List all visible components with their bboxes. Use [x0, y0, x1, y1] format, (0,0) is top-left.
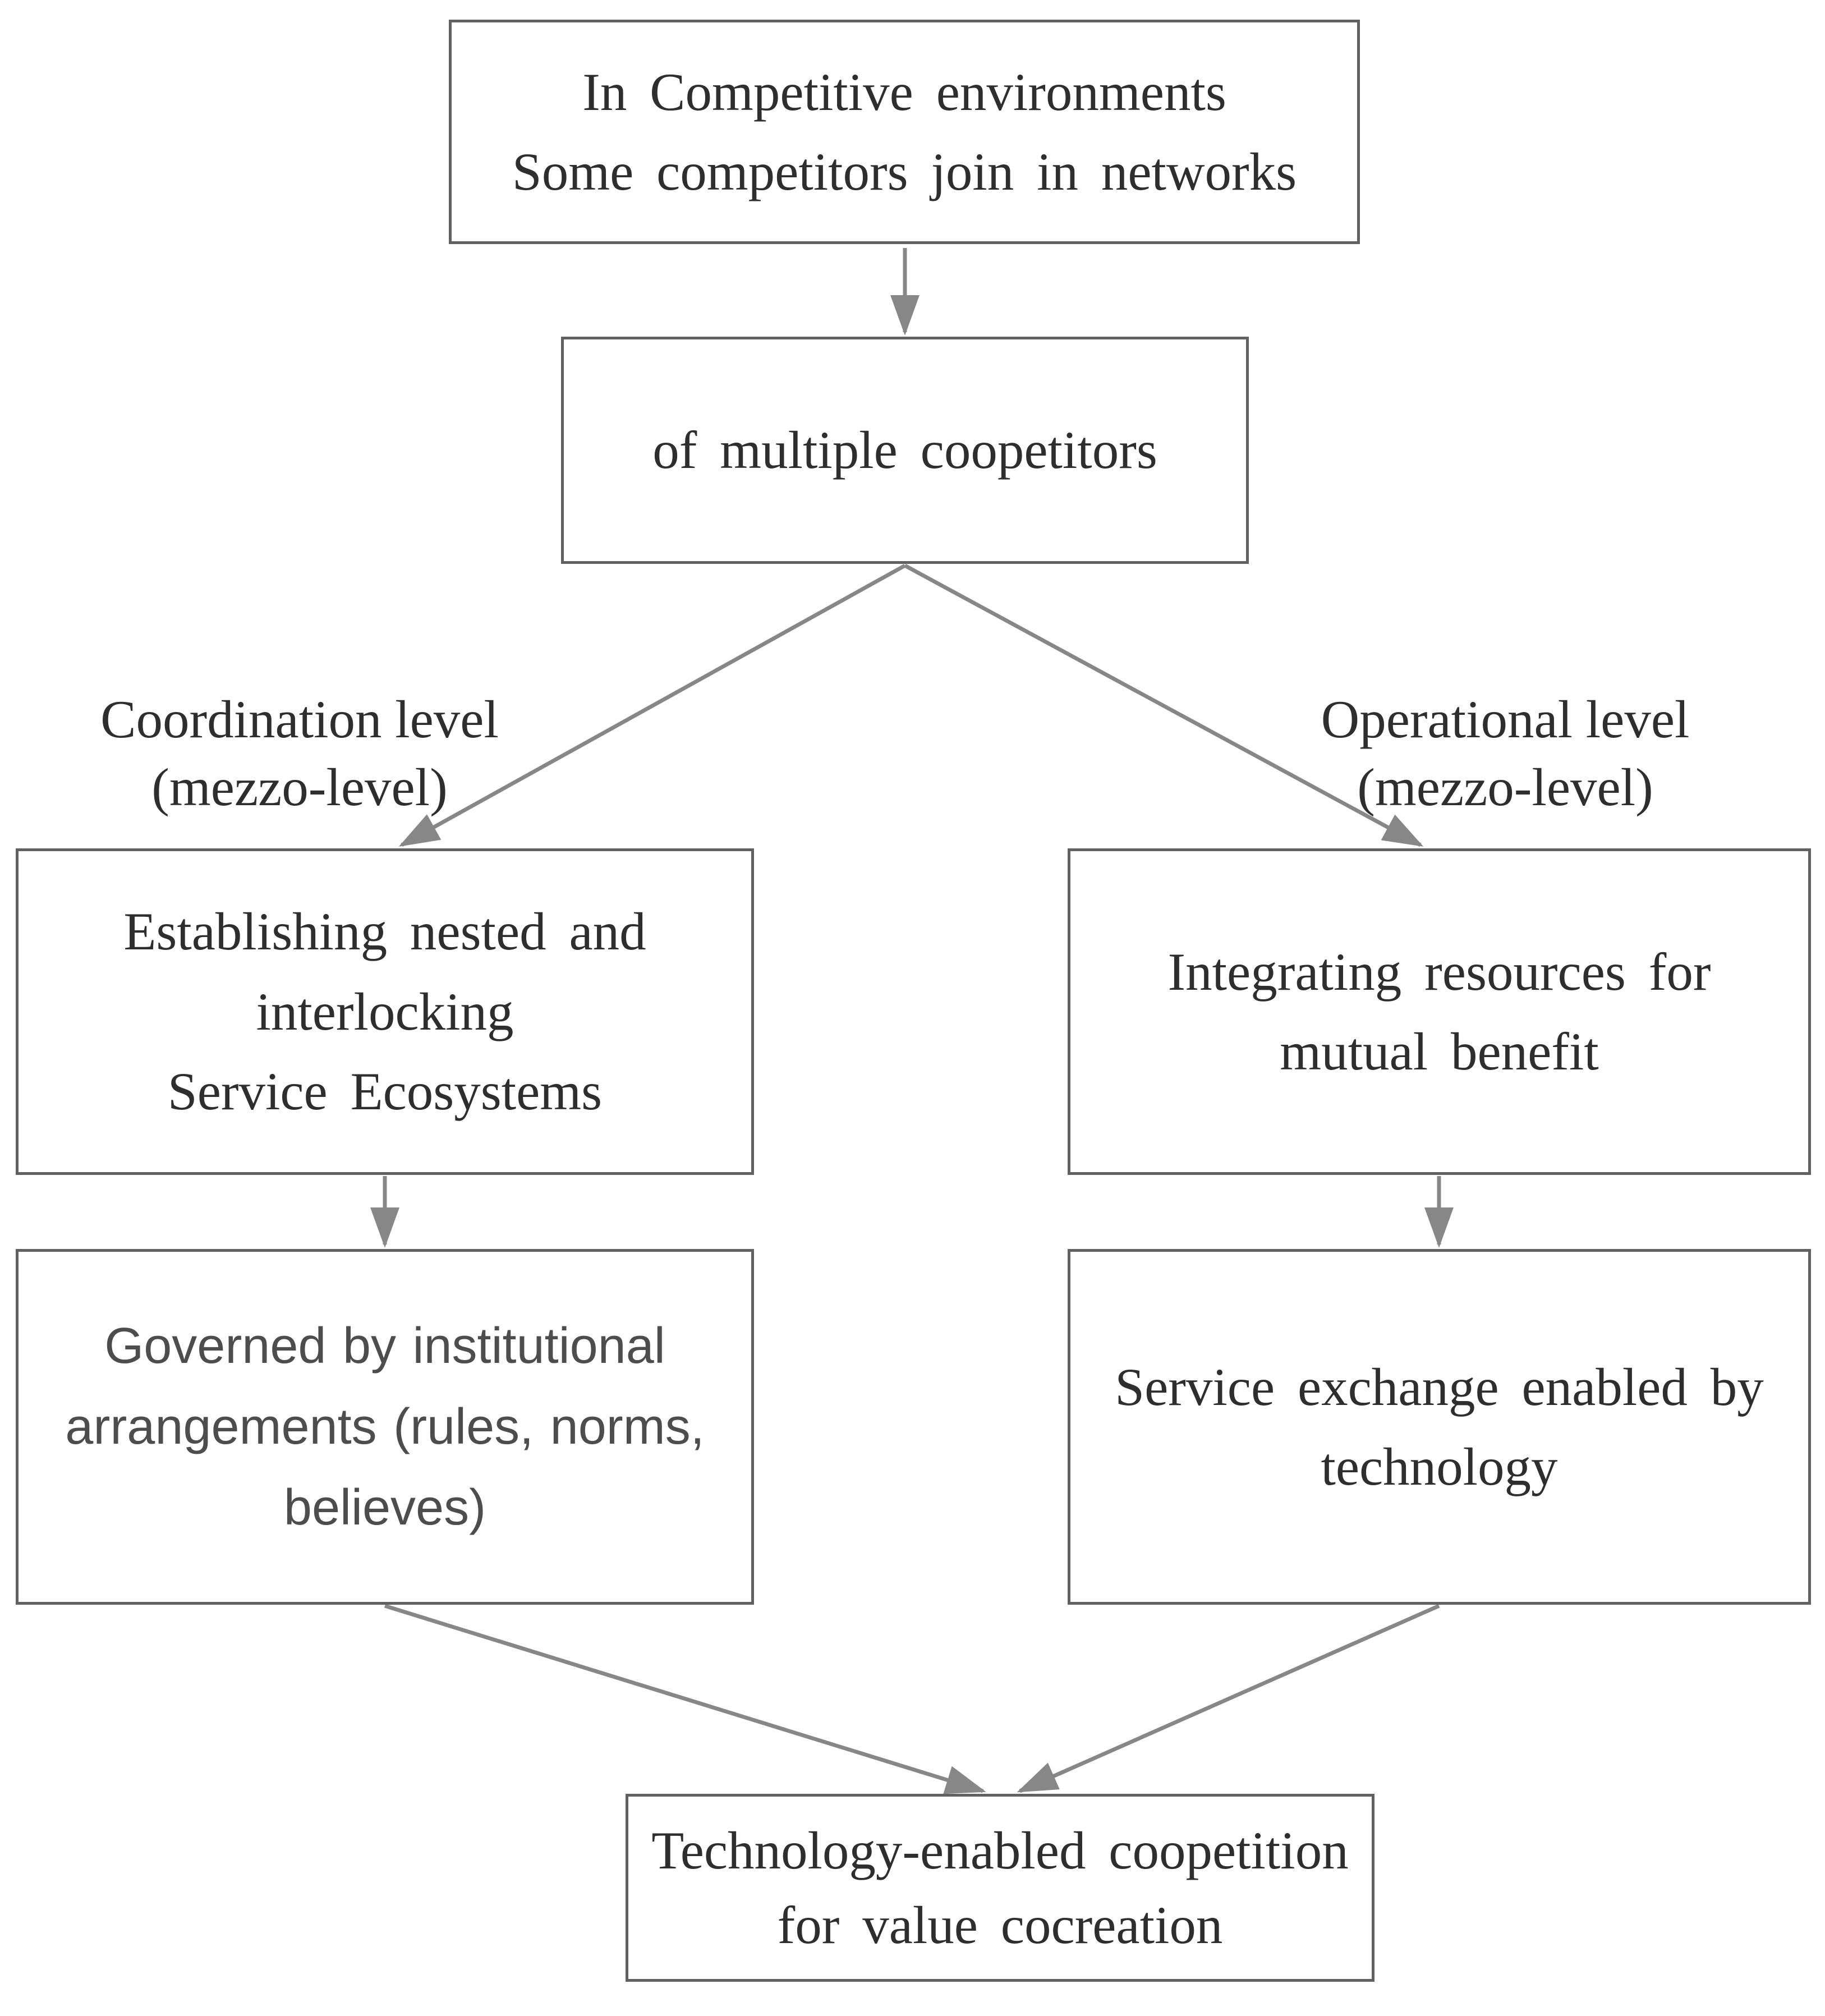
- node-text-line: In Competitive environments: [582, 62, 1226, 122]
- node-text-line: interlocking: [256, 981, 514, 1041]
- node-text-line: of multiple coopetitors: [652, 420, 1157, 480]
- node-technology-enabled-coopetition: Technology-enabled coopetition for value…: [626, 1794, 1375, 1982]
- node-text-line: believes): [283, 1480, 486, 1536]
- node-integrating-resources: Integrating resources for mutual benefit: [1068, 848, 1811, 1175]
- edge-label-line: Coordination level: [100, 690, 499, 749]
- node-competitive-environments: In Competitive environments Some competi…: [449, 20, 1360, 244]
- node-text-line: Governed by institutional: [104, 1318, 665, 1374]
- node-service-ecosystems: Establishing nested and interlocking Ser…: [16, 848, 754, 1175]
- node-multiple-coopetitors: of multiple coopetitors: [561, 337, 1249, 564]
- node-text-line: for value cocreation: [777, 1895, 1223, 1955]
- node-service-exchange: Service exchange enabled by technology: [1068, 1249, 1811, 1605]
- node-text-line: arrangements (rules, norms,: [65, 1399, 705, 1455]
- edge-label-line: Operational level: [1321, 690, 1690, 749]
- node-text-line: Integrating resources for: [1167, 942, 1711, 1002]
- edge-label-coordination-level: Coordination level (mezzo-level): [70, 686, 530, 821]
- node-text-line: Service exchange enabled by: [1115, 1357, 1764, 1417]
- node-text-line: Establishing nested and: [123, 902, 646, 962]
- arrow-service-to-outcome: [1017, 1604, 1440, 1793]
- edge-label-line: (mezzo-level): [1357, 757, 1653, 817]
- node-text-line: Technology-enabled coopetition: [651, 1820, 1349, 1880]
- node-text-line: technology: [1321, 1437, 1558, 1496]
- edge-label-line: (mezzo-level): [151, 757, 448, 817]
- node-text-line: Some competitors join in networks: [512, 142, 1297, 201]
- edge-label-operational-level: Operational level (mezzo-level): [1275, 686, 1735, 821]
- arrow-governed-to-outcome: [384, 1604, 986, 1794]
- node-text-line: mutual benefit: [1280, 1022, 1599, 1081]
- node-text-line: Service Ecosystems: [167, 1062, 603, 1122]
- node-institutional-arrangements: Governed by institutional arrangements (…: [16, 1249, 754, 1605]
